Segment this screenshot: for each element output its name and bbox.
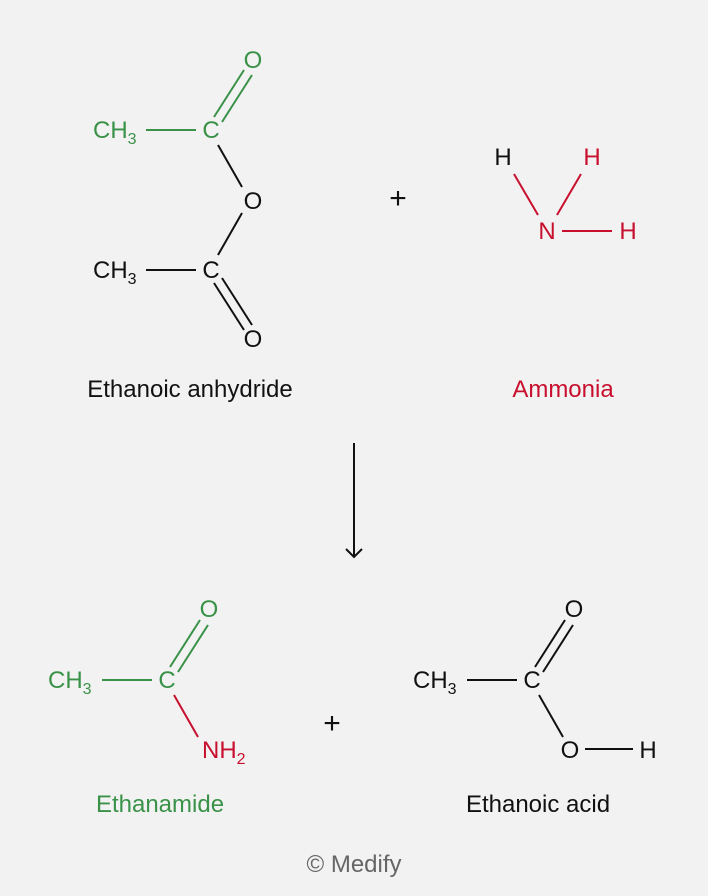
double-bond-top-a (213, 69, 245, 118)
bond-c-nh2 (173, 694, 199, 738)
bond-c-o-bridge-top (217, 144, 243, 188)
double-bond-acid-b (542, 624, 574, 673)
label-ethanoic-acid: Ethanoic acid (466, 791, 610, 818)
ammonia-hydrogen-right: H (619, 218, 636, 245)
ethanamide-nh2: NH2 (202, 737, 246, 768)
bond-o-c-bridge-bottom (217, 212, 243, 256)
bond-c-oh (538, 694, 564, 738)
ethanamide-molecule: CH3 C O NH2 (48, 596, 246, 768)
ammonia-hydrogen-top: H (583, 144, 600, 171)
double-bond-amide-b (177, 624, 209, 673)
ethanamide-carbon: C (158, 667, 175, 694)
bond-h-n-left (513, 173, 539, 216)
label-ethanoic-anhydride: Ethanoic anhydride (87, 376, 292, 403)
bond-h-n-top (556, 173, 582, 216)
ammonia-nitrogen: N (538, 218, 555, 245)
acid-oxygen-carbonyl: O (565, 596, 584, 623)
double-bond-amide-a (169, 619, 201, 668)
acid-oxygen-hydroxyl: O (561, 737, 580, 764)
ethanoic-acid-molecule: CH3 C O O H (413, 596, 657, 764)
acid-ch3: CH3 (413, 667, 457, 698)
anhydride-oxygen-bottom: O (244, 326, 263, 353)
label-ethanamide: Ethanamide (96, 791, 224, 818)
ethanoic-anhydride-molecule: CH3 C O O CH3 C O (93, 47, 262, 353)
double-bond-acid-a (534, 619, 566, 668)
anhydride-oxygen-top: O (244, 47, 263, 74)
ethanamide-oxygen: O (200, 596, 219, 623)
double-bond-top-b (221, 74, 253, 123)
anhydride-ch3-top: CH3 (93, 117, 137, 148)
ammonia-molecule: H H N H (494, 144, 636, 245)
anhydride-carbon-top: C (202, 117, 219, 144)
ammonia-hydrogen-left: H (494, 144, 511, 171)
ethanamide-ch3: CH3 (48, 667, 92, 698)
anhydride-ch3-bottom: CH3 (93, 257, 137, 288)
label-ammonia: Ammonia (512, 376, 614, 403)
anhydride-carbon-bottom: C (202, 257, 219, 284)
arrow-head (345, 548, 363, 559)
copyright-notice: © Medify (306, 851, 401, 878)
anhydride-oxygen-bridge: O (244, 188, 263, 215)
plus-reactants: + (389, 182, 407, 215)
double-bond-bottom-a (213, 282, 245, 331)
plus-products: + (323, 707, 341, 740)
double-bond-bottom-b (221, 277, 253, 326)
acid-carbon: C (523, 667, 540, 694)
acid-hydrogen: H (639, 737, 656, 764)
reaction-arrow (345, 443, 363, 559)
